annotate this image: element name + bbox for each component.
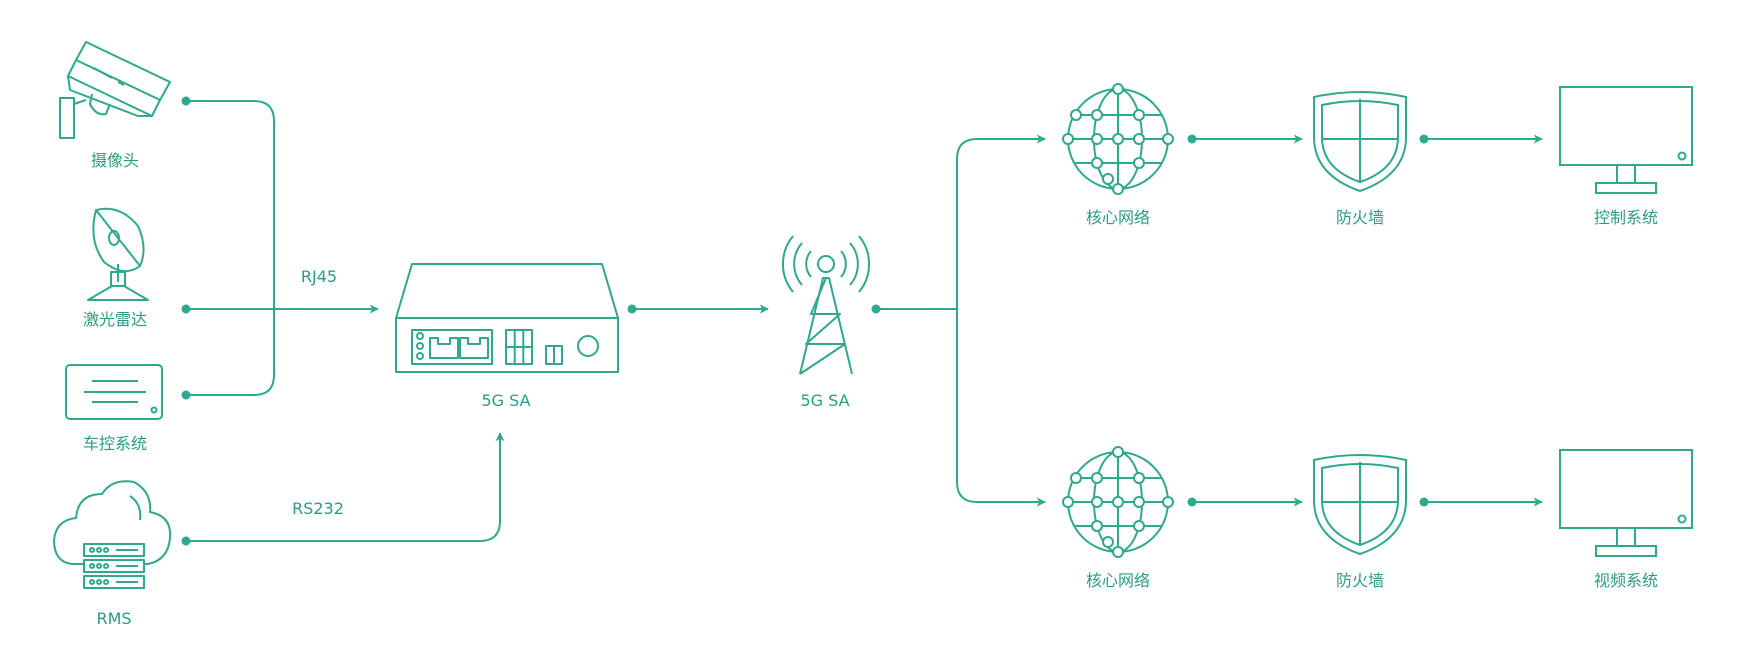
shield-icon <box>1313 454 1407 555</box>
camera-label: 摄像头 <box>90 151 140 170</box>
split-bracket <box>956 138 1045 503</box>
rs232-label: RS232 <box>292 499 344 518</box>
firewall-bottom-label: 防火墙 <box>1335 571 1385 590</box>
monitor-icon <box>1559 86 1693 194</box>
connectors <box>186 100 1543 542</box>
shield-icon <box>1313 91 1407 192</box>
vehicle-control-label: 车控系统 <box>82 434 148 453</box>
globe-icon <box>1062 83 1174 195</box>
connector-dots <box>181 96 1429 546</box>
cloud-server-icon <box>53 480 172 589</box>
lidar-icon <box>87 207 149 301</box>
cell-tower-icon <box>782 235 870 375</box>
rs232-arrow <box>186 432 505 542</box>
monitor-icon <box>1559 449 1693 557</box>
core-network-bottom-label: 核心网络 <box>1085 571 1151 590</box>
vehicle-control-icon <box>65 364 163 420</box>
rj45-label: RJ45 <box>300 267 338 286</box>
tower-label: 5G SA <box>800 391 850 410</box>
firewall-top-label: 防火墙 <box>1335 208 1385 227</box>
rms-label: RMS <box>96 609 132 628</box>
camera-icon <box>59 41 171 139</box>
video-system-label: 视频系统 <box>1593 571 1659 590</box>
router-label: 5G SA <box>481 391 531 410</box>
core-network-top-label: 核心网络 <box>1085 208 1151 227</box>
globe-icon <box>1062 446 1174 558</box>
bracket-line <box>186 100 275 396</box>
lidar-label: 激光雷达 <box>82 310 148 329</box>
control-system-label: 控制系统 <box>1593 208 1659 227</box>
router-icon <box>395 263 619 373</box>
